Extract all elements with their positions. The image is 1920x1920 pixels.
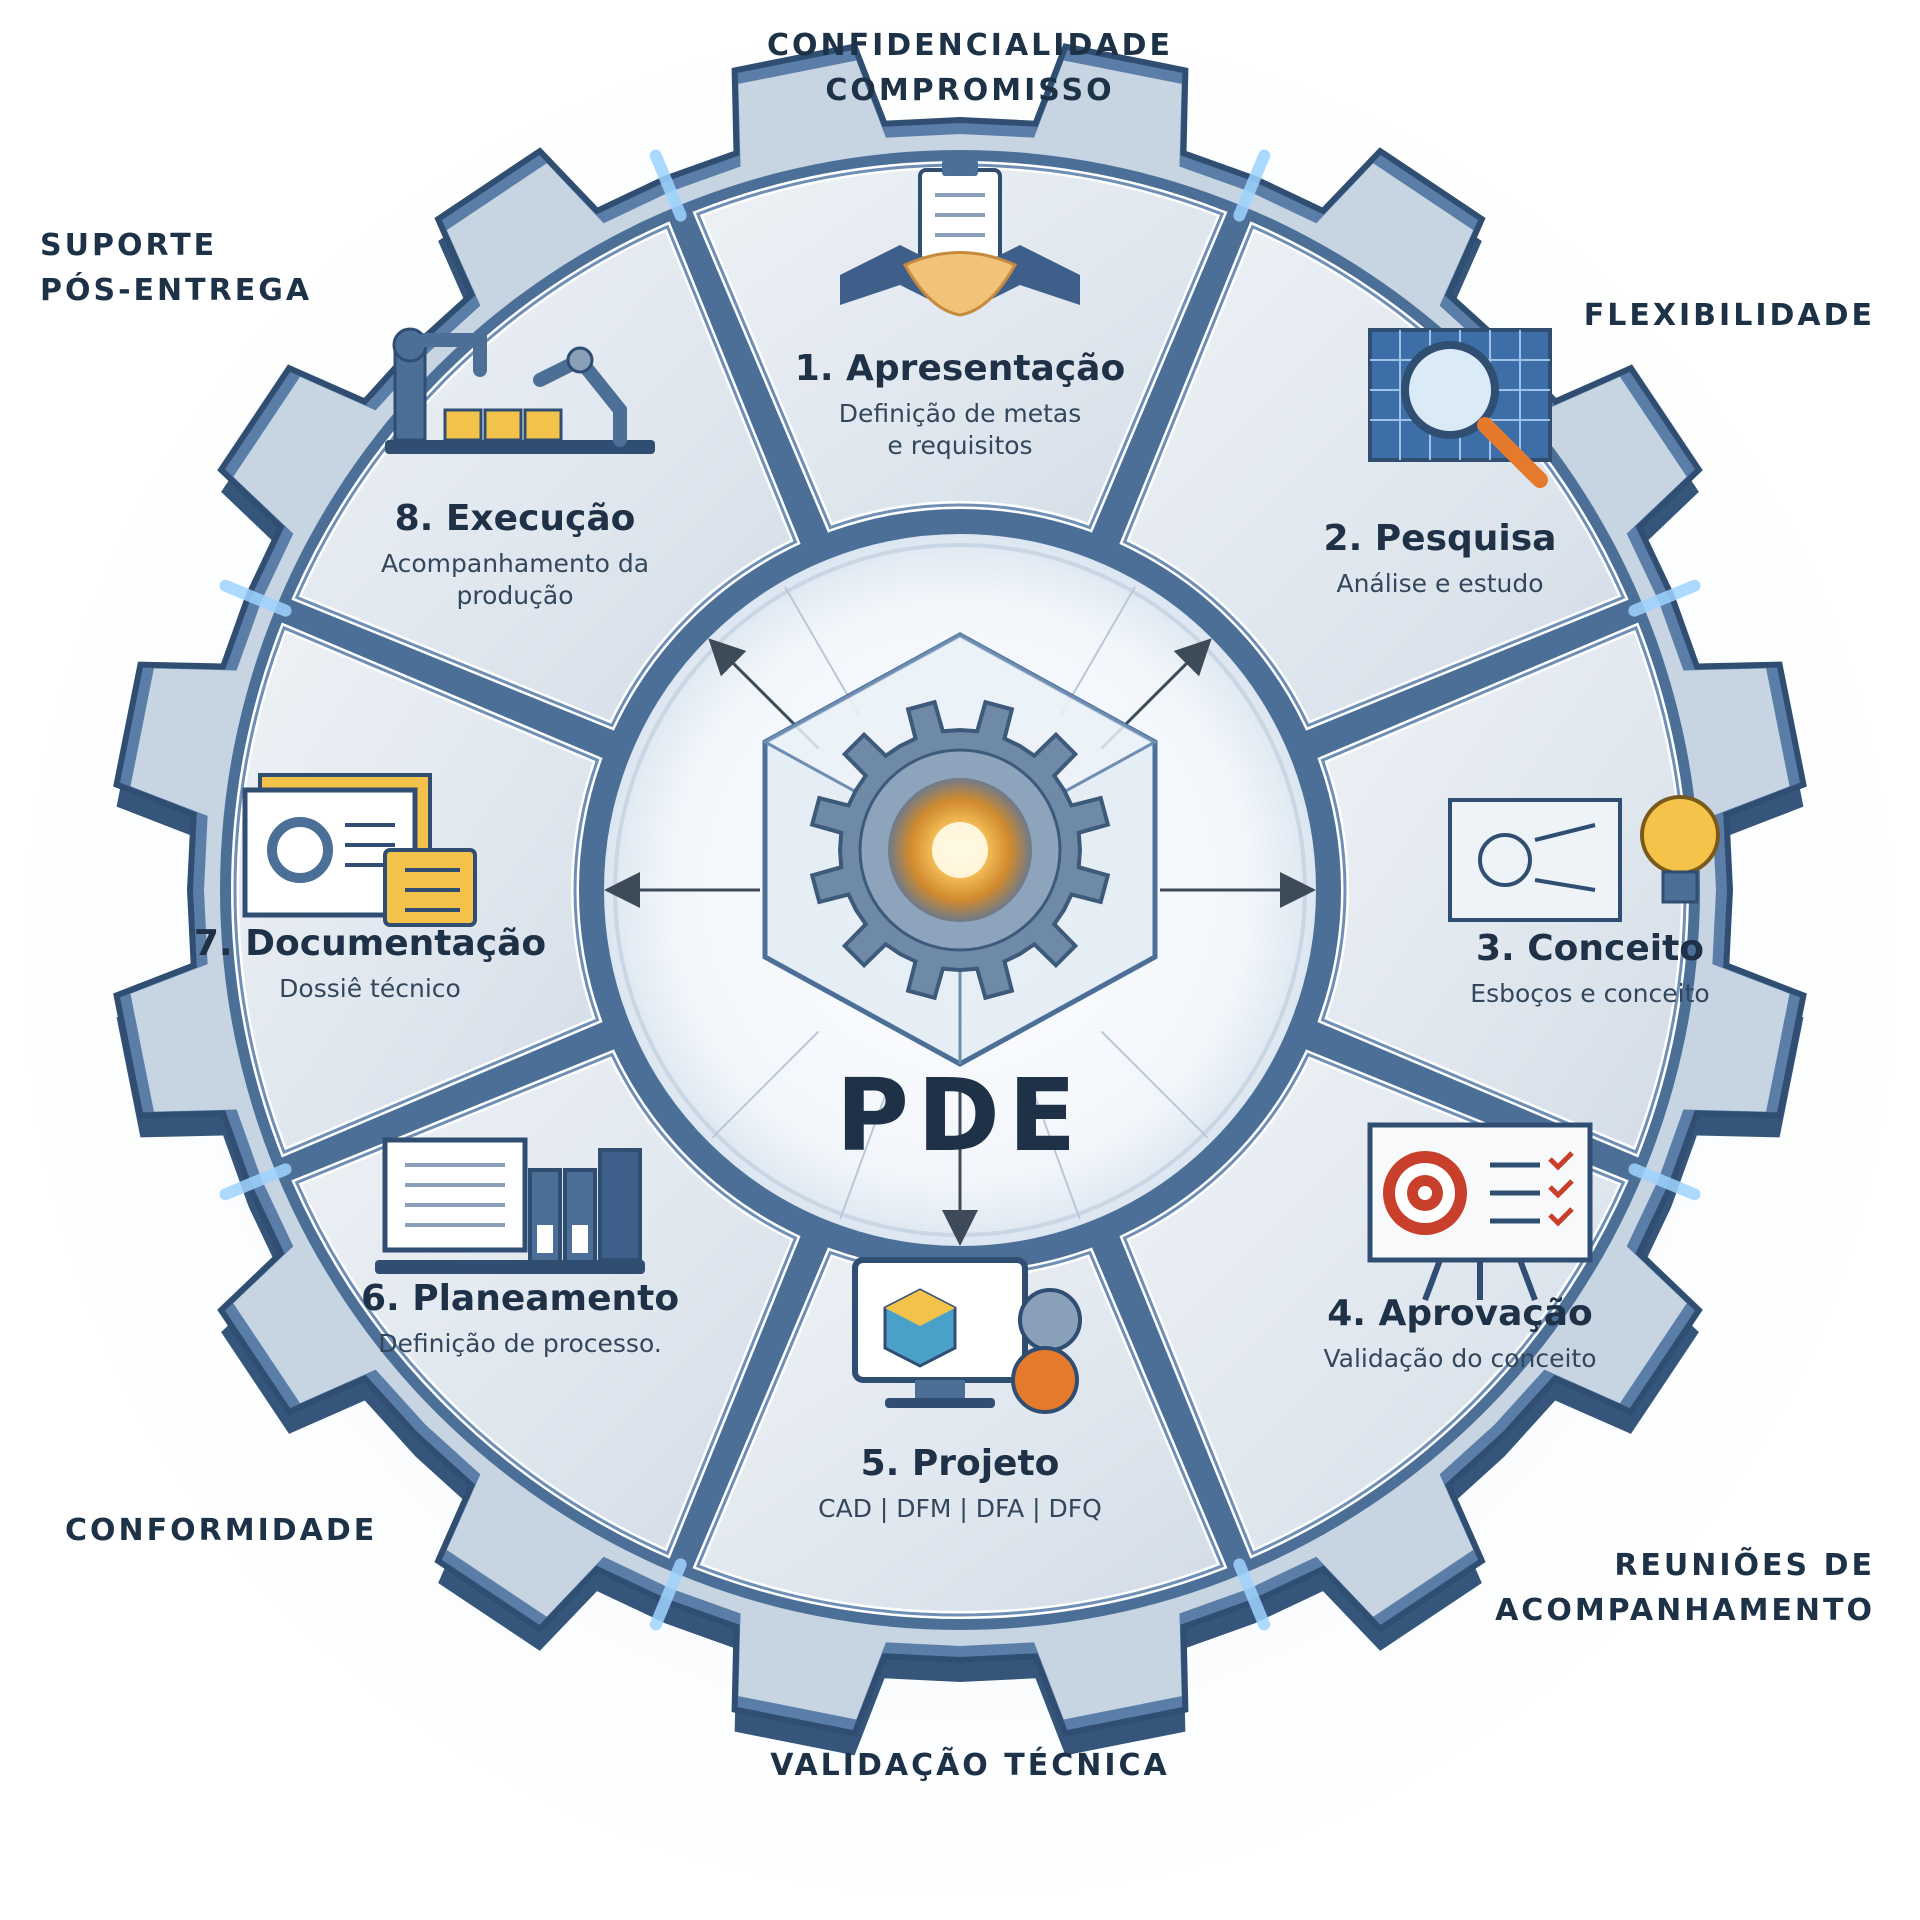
divider-glow (219, 579, 292, 617)
cad-monitor-icon (852, 1257, 1082, 1414)
center-title: PDE (836, 1057, 1085, 1174)
stage-icons (242, 160, 1720, 1414)
divider-glow (649, 1558, 687, 1631)
binders-folders-icon (375, 1137, 645, 1274)
value-label: REUNIÕES DE (1614, 1546, 1875, 1583)
stage-panel-border (233, 625, 600, 1155)
stage-panel-border (294, 224, 798, 728)
divider-glow (1233, 1558, 1271, 1631)
stage-subtitle: CAD | DFM | DFA | DFQ (818, 1494, 1102, 1523)
value-label: CONFORMIDADE (65, 1513, 377, 1548)
stage-panel-border (294, 1052, 798, 1556)
handshake-contract-icon (840, 160, 1080, 317)
value-label: COMPROMISSO (825, 73, 1114, 108)
magnifier-blueprint-icon (1368, 328, 1552, 488)
stage-subtitle: Esboços e conceito (1470, 979, 1709, 1008)
stage-title: 4. Aprovação (1327, 1293, 1593, 1334)
stage-subtitle: Acompanhamento da (381, 549, 649, 578)
value-label: SUPORTE (40, 228, 217, 263)
stage-subtitle: Análise e estudo (1336, 569, 1543, 598)
stage-title: 8. Execução (395, 498, 636, 539)
hub-spoke (839, 1077, 893, 1220)
stage-title: 5. Projeto (861, 1443, 1060, 1484)
hub-spoke (1100, 1030, 1209, 1139)
divider-glow (1628, 1163, 1701, 1201)
hub-spoke (711, 1030, 820, 1139)
value-label: ACOMPANHAMENTO (1495, 1593, 1875, 1628)
stage-panel-border (695, 163, 1225, 530)
stage-subtitle: produção (457, 581, 574, 610)
stage-title: 1. Apresentação (795, 348, 1125, 389)
value-label: PÓS-ENTREGA (40, 271, 312, 308)
divider-glow (219, 1163, 292, 1201)
robot-arm-production-icon (385, 327, 655, 454)
stage-title: 3. Conceito (1476, 928, 1704, 969)
stage-title: 7. Documentação (194, 923, 546, 964)
stage-subtitle: Validação do conceito (1323, 1344, 1596, 1373)
value-labels: CONFIDENCIALIDADE COMPROMISSO FLEXIBILIDAD… (40, 28, 1875, 1783)
divider-glow (1628, 579, 1701, 617)
hub-spoke (1027, 1077, 1081, 1220)
stage-subtitle: e requisitos (887, 431, 1032, 460)
value-label: VALIDAÇÃO TÉCNICA (770, 1746, 1169, 1783)
divider-glow (1233, 149, 1271, 222)
stage-panel-border (1122, 224, 1626, 728)
stage-subtitle: Dossiê técnico (279, 974, 461, 1003)
core-cube-icon (761, 632, 1159, 1067)
value-label: CONFIDENCIALIDADE (767, 28, 1173, 63)
target-checklist-icon (1367, 1122, 1593, 1302)
documents-gear-icon (242, 773, 477, 927)
divider-glow (649, 149, 687, 222)
stage-panel-border (1320, 625, 1687, 1155)
value-label: FLEXIBILIDADE (1584, 298, 1875, 333)
stage-title: 2. Pesquisa (1324, 518, 1557, 559)
sketch-lightbulb-icon (1448, 795, 1720, 922)
stage-title: 6. Planeamento (361, 1278, 679, 1319)
stage-panel-border (1122, 1052, 1626, 1556)
stage-subtitle: Definição de metas (839, 399, 1082, 428)
stage-subtitle: Definição de processo. (378, 1329, 662, 1358)
